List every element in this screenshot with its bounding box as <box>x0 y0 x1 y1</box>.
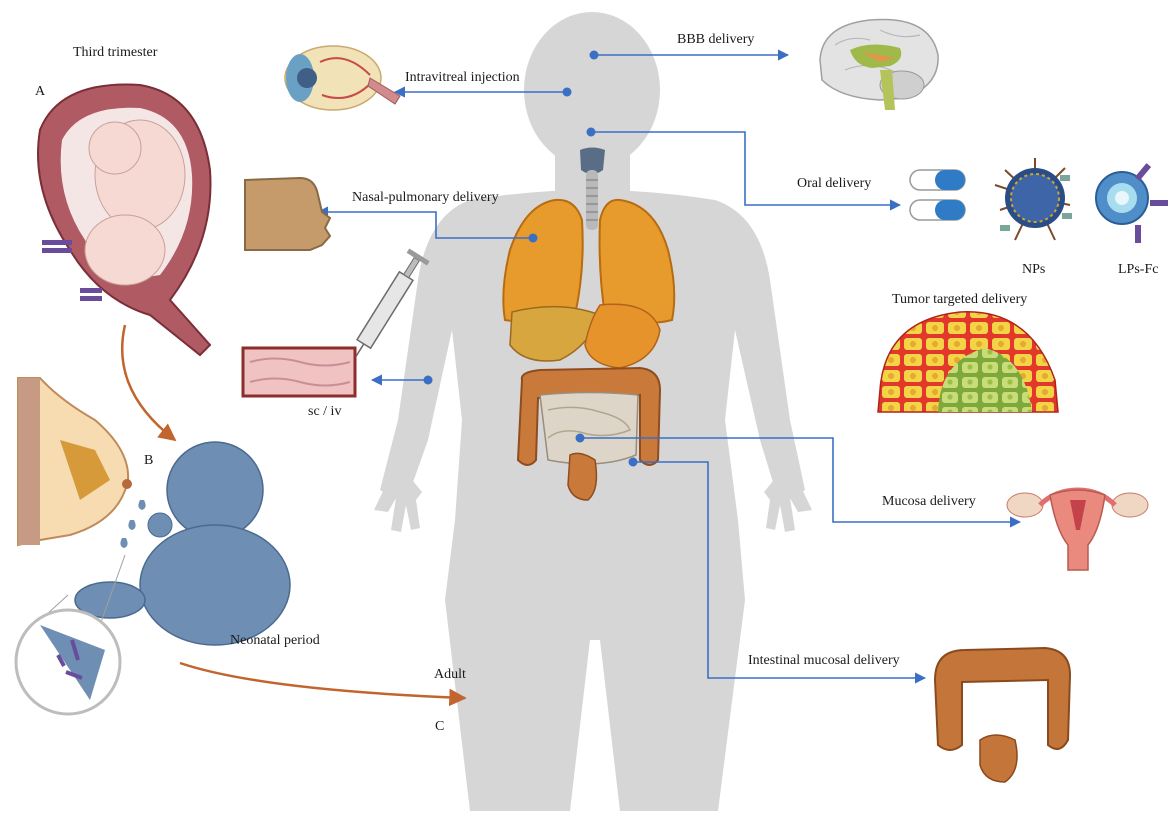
uterus-illustration <box>1007 490 1148 570</box>
right-hand <box>764 470 812 532</box>
carrier-label-nps: NPs <box>1022 263 1045 277</box>
tumor-tissue-illustration <box>878 312 1058 412</box>
timeline-arrow-pregnancy-to-neonate <box>122 325 175 440</box>
carrier-label-lps-fc: LPs-Fc <box>1118 263 1158 277</box>
blood-vessel-illustration <box>243 348 355 396</box>
colon-illustration <box>935 648 1070 782</box>
stage-label-neonatal-period: Neonatal period <box>230 634 320 648</box>
route-label-mucosa: Mucosa delivery <box>882 495 976 509</box>
stage-label-third-trimester: Third trimester <box>73 46 157 60</box>
route-label-nasal-pulmonary: Nasal-pulmonary delivery <box>352 191 499 205</box>
brain-illustration <box>820 19 938 110</box>
route-label-bbb: BBB delivery <box>677 33 754 47</box>
route-label-tumor-targeted: Tumor targeted delivery <box>892 293 1027 307</box>
zoom-inset-circle <box>16 555 125 714</box>
timeline-arrow-neonate-to-adult <box>180 663 465 698</box>
nanoparticle-illustration <box>995 158 1072 240</box>
breast-illustration <box>18 378 132 545</box>
head-profile-illustration <box>245 178 330 250</box>
stage-label-adult: Adult <box>434 668 466 682</box>
route-label-oral: Oral delivery <box>797 177 871 191</box>
liposome-illustration <box>1096 163 1168 243</box>
left-hand <box>374 470 422 532</box>
route-label-intestinal-mucosal: Intestinal mucosal delivery <box>748 654 900 668</box>
panel-letter-b: B <box>144 454 153 468</box>
milk-drops-icon <box>120 500 145 548</box>
panel-letter-a: A <box>35 85 45 99</box>
route-label-sc-iv: sc / iv <box>308 405 341 419</box>
pregnant-uterus-illustration <box>38 85 211 355</box>
eye-illustration <box>285 46 400 110</box>
capsule-pills <box>910 170 965 220</box>
route-label-intravitreal: Intravitreal injection <box>405 71 520 85</box>
panel-letter-c: C <box>435 720 444 734</box>
